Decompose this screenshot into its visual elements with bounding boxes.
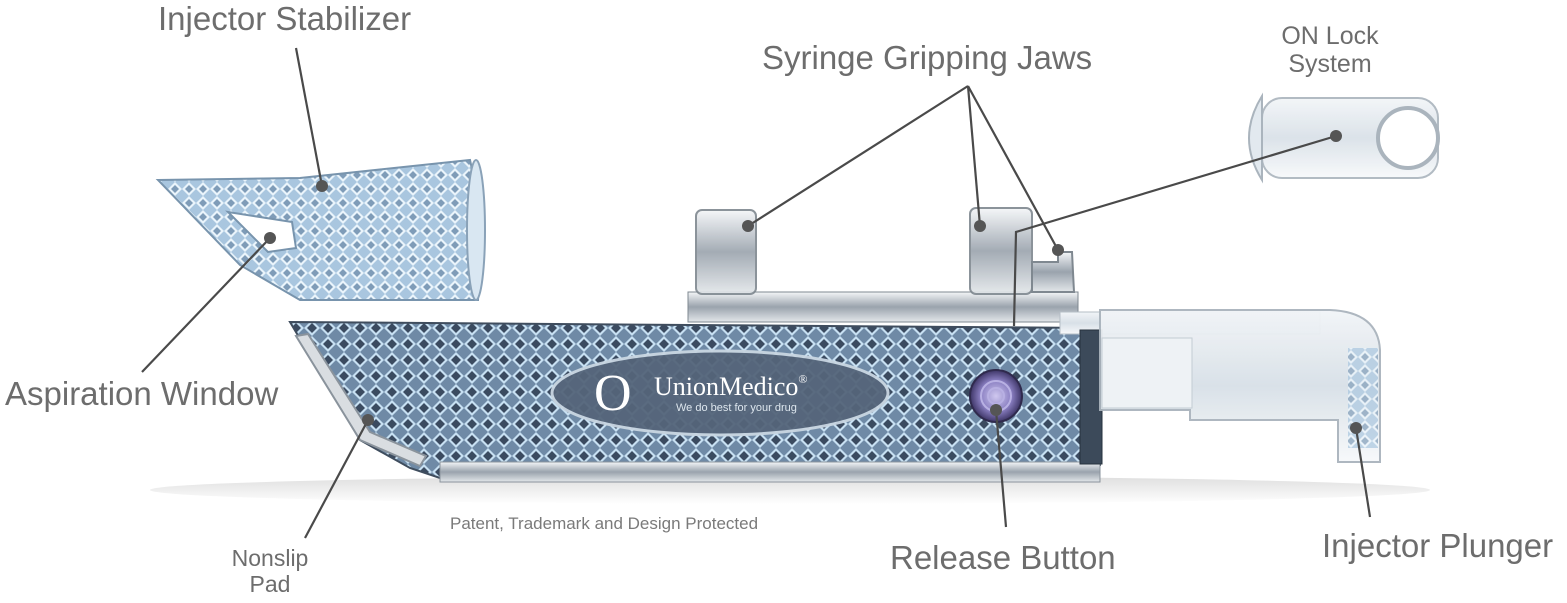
nonslip-pad-shape bbox=[294, 332, 428, 468]
dot-jaw-lock bbox=[1052, 244, 1064, 256]
leader-injector-stabilizer bbox=[294, 47, 324, 187]
label-syringe-gripping-jaws: Syringe Gripping Jaws bbox=[762, 39, 1093, 76]
dot-on-lock bbox=[1330, 130, 1342, 142]
label-injector-stabilizer: Injector Stabilizer bbox=[158, 0, 412, 37]
dot-injector-stabilizer bbox=[316, 180, 328, 192]
dot-release-button bbox=[990, 404, 1002, 416]
label-nonslip-line1: Nonslip bbox=[231, 545, 309, 571]
leader-jaw-lock bbox=[967, 85, 1059, 251]
aspiration-window-shape bbox=[225, 210, 298, 254]
leader-injector-plunger bbox=[1354, 427, 1372, 518]
leader-dots bbox=[264, 130, 1362, 434]
logo-brand: UnionMedico® bbox=[654, 372, 808, 402]
jaw-right-shape bbox=[969, 207, 1033, 295]
dot-aspiration-window bbox=[264, 232, 276, 244]
label-nonslip-line2: Pad bbox=[249, 570, 291, 597]
label-on-lock-line1: ON Lock bbox=[1281, 22, 1379, 50]
leader-release-button bbox=[994, 409, 1008, 528]
logo-tagline: We do best for your drug bbox=[676, 402, 797, 414]
label-nonslip-pad: Nonslip Pad bbox=[220, 545, 320, 598]
ground-shadow bbox=[150, 476, 1430, 504]
label-on-lock-system: ON Lock System bbox=[1270, 22, 1390, 78]
leader-lines bbox=[141, 47, 1372, 539]
label-aspiration-window: Aspiration Window bbox=[5, 375, 279, 412]
logo-registered: ® bbox=[798, 372, 808, 386]
label-on-lock-line2: System bbox=[1288, 50, 1372, 78]
dot-injector-plunger bbox=[1350, 422, 1362, 434]
logo-brand-name: UnionMedico bbox=[654, 372, 799, 401]
leader-nonslip-pad bbox=[304, 419, 369, 539]
leader-jaw-left bbox=[747, 85, 969, 227]
logo-oval bbox=[550, 349, 890, 437]
jaw-left-shape bbox=[695, 209, 757, 295]
on-lock-system-shape bbox=[1248, 92, 1440, 184]
dot-nonslip-pad bbox=[362, 414, 374, 426]
patent-notice: Patent, Trademark and Design Protected bbox=[450, 514, 759, 533]
label-release-button: Release Button bbox=[890, 539, 1116, 576]
label-injector-plunger: Injector Plunger bbox=[1322, 527, 1554, 564]
leader-on-lock bbox=[1012, 134, 1337, 327]
dot-jaw-left bbox=[742, 220, 754, 232]
dot-jaw-right bbox=[974, 220, 986, 232]
logo-mark: O bbox=[594, 365, 632, 422]
leader-aspiration-window bbox=[141, 237, 271, 373]
leader-jaw-right bbox=[966, 85, 982, 227]
